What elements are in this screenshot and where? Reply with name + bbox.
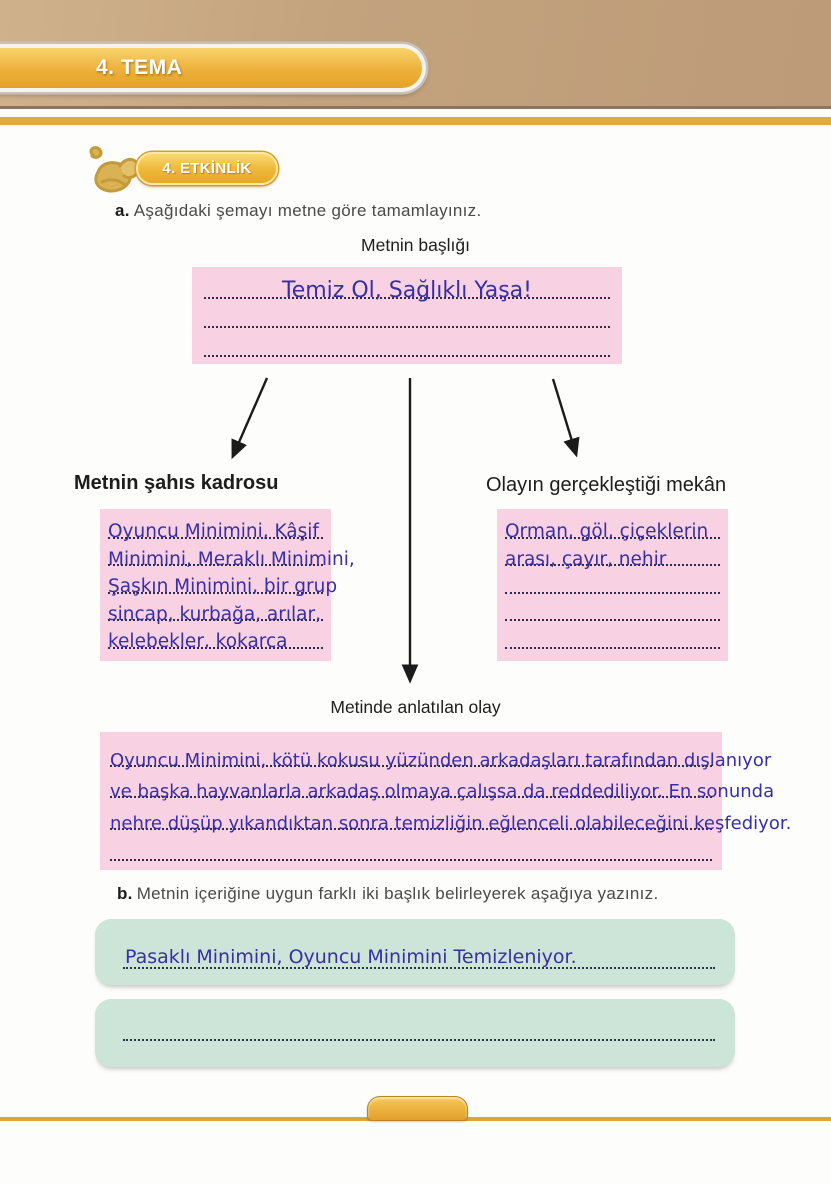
persons-answer: Minimini, Meraklı Minimini, — [108, 548, 355, 570]
instruction-a-text: Aşağıdaki şemayı metne göre tamamlayınız… — [133, 201, 482, 220]
answer-line[interactable]: Temiz Ol, Sağlıklı Yaşa! — [204, 270, 610, 303]
event-answer: nehre düşüp yıkandıktan sonra temizliğin… — [110, 812, 792, 834]
persons-answer: sincap, kurbağa, arılar, — [108, 603, 321, 625]
header-gold-rule — [0, 117, 831, 125]
answer-line[interactable]: Minimini, Meraklı Minimini, — [108, 539, 355, 568]
arrow-to-persons — [231, 377, 269, 460]
heading-answer-1: Pasaklı Minimini, Oyuncu Minimini Temizl… — [125, 946, 577, 968]
answer-line[interactable]: Orman, göl, çiçeklerin — [505, 511, 720, 542]
answer-line[interactable]: ve başka hayvanlarla arkadaş olmaya çalı… — [110, 767, 774, 801]
etkinlik-label: 4. ETKİNLİK — [162, 160, 252, 177]
answer-line[interactable] — [204, 299, 610, 328]
event-answer: ve başka hayvanlarla arkadaş olmaya çalı… — [110, 781, 775, 802]
squirrel-ornament-icon — [89, 146, 140, 193]
title-answer: Temiz Ol, Sağlıklı Yaşa! — [282, 278, 532, 303]
header-band-edge — [0, 106, 831, 109]
instruction-a-prefix: a. — [115, 201, 130, 220]
answer-line[interactable] — [505, 621, 720, 649]
instruction-a: a.Aşağıdaki şemayı metne göre tamamlayın… — [115, 201, 482, 221]
instruction-b-prefix: b. — [117, 884, 133, 903]
answer-line[interactable]: Şaşkın Minimini, bir grup — [108, 566, 337, 596]
answer-line[interactable] — [110, 830, 712, 861]
event-answer: Oyuncu Minimini, kötü kokusu yüzünden ar… — [110, 749, 772, 771]
footer-page-tab — [367, 1096, 468, 1121]
etkinlik-badge: 4. ETKİNLİK — [136, 152, 278, 185]
answer-line[interactable]: kelebekler, kokarca — [108, 621, 323, 652]
answer-line[interactable]: sincap, kurbağa, arılar, — [108, 594, 323, 625]
instruction-b: b.Metnin içeriğine uygun farklı iki başl… — [117, 884, 659, 904]
place-answer: Orman, göl, çiçeklerin — [505, 521, 709, 542]
answer-line[interactable] — [123, 1039, 715, 1041]
answer-line[interactable] — [123, 967, 715, 969]
persons-answer: Oyuncu Minimini, Kâşif — [108, 521, 319, 542]
heading-answer-box-1[interactable]: Pasaklı Minimini, Oyuncu Minimini Temizl… — [95, 919, 735, 985]
event-label: Metinde anlatılan olay — [330, 697, 501, 717]
place-answer: arası, çayır, nehir — [505, 548, 667, 570]
answer-line[interactable] — [505, 594, 720, 621]
persons-heading: Metnin şahıs kadrosu — [74, 472, 279, 494]
title-answer-box[interactable]: Temiz Ol, Sağlıklı Yaşa! — [192, 267, 622, 364]
tema-banner: 4. TEMA — [0, 44, 426, 92]
place-heading: Olayın gerçekleştiği mekân — [486, 474, 727, 496]
arrow-to-place — [551, 378, 580, 458]
persons-answer: kelebekler, kokarca — [108, 631, 288, 652]
answer-line[interactable]: nehre düşüp yıkandıktan sonra temizliğin… — [110, 798, 791, 832]
answer-line[interactable]: arası, çayır, nehir — [505, 539, 720, 570]
answer-line[interactable] — [204, 328, 610, 357]
event-answer-box[interactable]: Oyuncu Minimini, kötü kokusu yüzünden ar… — [100, 732, 791, 870]
answer-line[interactable] — [505, 566, 720, 594]
persons-answer: Şaşkın Minimini, bir grup — [108, 576, 338, 597]
place-answer-box[interactable]: Orman, göl, çiçeklerin arası, çayır, neh… — [497, 509, 728, 661]
instruction-b-text: Metnin içeriğine uygun farklı iki başlık… — [136, 884, 659, 903]
tema-label: 4. TEMA — [96, 56, 183, 79]
heading-answer-box-2[interactable] — [95, 999, 735, 1067]
title-label: Metnin başlığı — [361, 235, 470, 255]
persons-answer-box[interactable]: Oyuncu Minimini, Kâşif Minimini, Meraklı… — [100, 509, 355, 661]
answer-line[interactable]: Oyuncu Minimini, Kâşif — [108, 511, 323, 542]
answer-line[interactable]: Oyuncu Minimini, kötü kokusu yüzünden ar… — [110, 735, 771, 769]
